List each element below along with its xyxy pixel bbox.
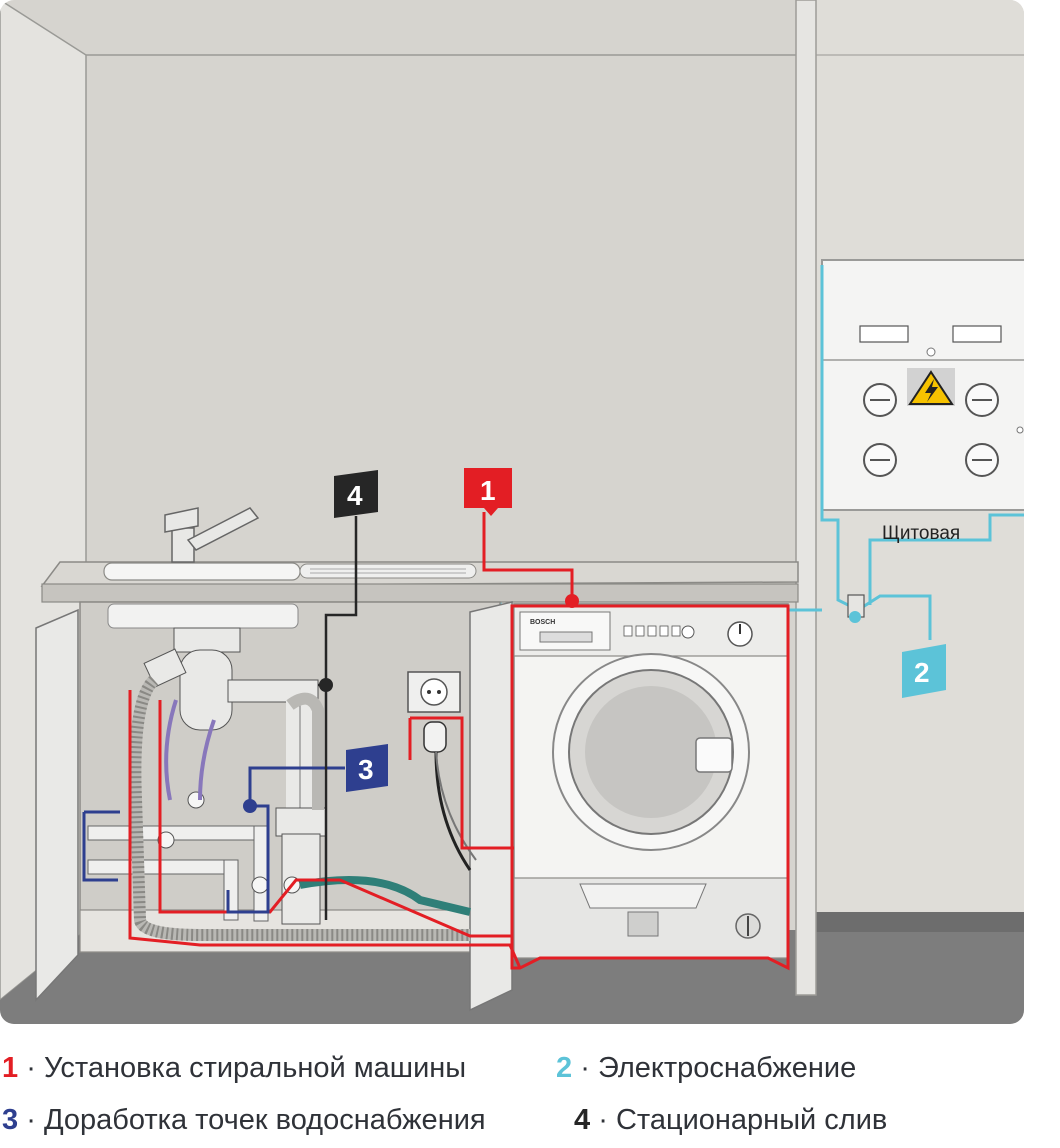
panel-room-label: Щитовая — [882, 523, 960, 544]
legend-label: Установка стиральной машины — [43, 1052, 467, 1084]
legend-label: Стационарный слив — [615, 1104, 888, 1136]
legend-number: 1 — [2, 1052, 19, 1084]
legend-row-1: 1 · Установка стиральной машины 2 · Элек… — [0, 1052, 1060, 1092]
legend-label: Электроснабжение — [597, 1052, 857, 1084]
legend-separator: · — [580, 1052, 590, 1084]
badge-1: 1 — [464, 468, 512, 516]
legend-number: 4 — [574, 1104, 591, 1136]
badge-1-number: 1 — [480, 475, 496, 506]
legend-row-2: 3 · Доработка точек водоснабжения 4 · Ст… — [0, 1104, 1060, 1144]
laundry-installation-diagram: Щитовая — [0, 0, 1024, 1024]
legend-item-water: 3 · Доработка точек водоснабжения — [2, 1104, 486, 1137]
high-voltage-warning-icon — [907, 368, 955, 406]
installation-route — [128, 512, 790, 971]
cabinet-door-left — [35, 608, 79, 1002]
riser-pipe — [795, 0, 817, 996]
legend-separator: · — [26, 1052, 36, 1084]
power-plug-icon — [423, 721, 477, 871]
machine-brand: BOSCH — [530, 619, 555, 626]
legend-number: 2 — [556, 1052, 573, 1084]
badge-2: 2 — [902, 644, 946, 698]
power-socket-icon — [407, 671, 461, 713]
countertop — [40, 561, 799, 603]
badge-4: 4 — [334, 470, 378, 518]
legend: 1 · Установка стиральной машины 2 · Элек… — [0, 1030, 1060, 1148]
electrical-panel — [821, 259, 1024, 511]
cabinet-door-right — [469, 601, 513, 1012]
legend-number: 3 — [2, 1104, 19, 1136]
legend-item-power: 2 · Электроснабжение — [556, 1052, 856, 1085]
legend-item-installation: 1 · Установка стиральной машины — [2, 1052, 466, 1085]
washing-machine: BOSCH — [513, 603, 789, 959]
legend-separator: · — [26, 1104, 36, 1136]
badge-4-number: 4 — [347, 480, 363, 511]
badge-3-number: 3 — [358, 754, 374, 785]
tap-faucet-icon — [164, 507, 260, 563]
badge-2-number: 2 — [914, 657, 930, 688]
water-supply-route — [82, 766, 345, 914]
legend-separator: · — [598, 1104, 608, 1136]
legend-item-drain: 4 · Стационарный слив — [574, 1104, 887, 1137]
legend-label: Доработка точек водоснабжения — [43, 1104, 486, 1136]
sink-cabinet — [35, 601, 513, 1012]
badge-3: 3 — [346, 744, 388, 792]
